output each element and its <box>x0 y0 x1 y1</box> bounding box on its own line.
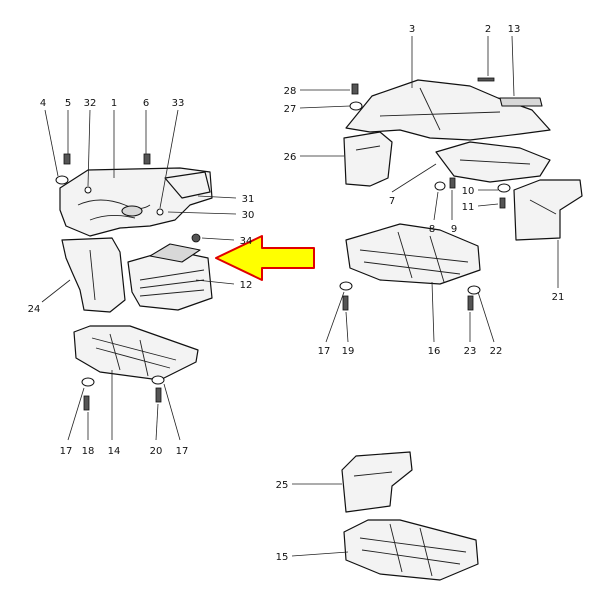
part-21-side-bracket <box>513 179 583 241</box>
part-1-bracket-plate <box>59 167 213 237</box>
label-23: 23 <box>464 346 477 357</box>
label-27: 27 <box>284 104 297 115</box>
label-32: 32 <box>84 98 97 109</box>
highlight-arrow-icon <box>215 235 315 281</box>
label-17-left-b: 17 <box>176 446 189 457</box>
part-26-bracket <box>343 131 393 187</box>
part-3-crossmember <box>345 79 551 141</box>
hardware <box>55 77 511 411</box>
label-30: 30 <box>242 210 255 221</box>
label-1: 1 <box>111 98 117 109</box>
label-34: 34 <box>240 236 253 247</box>
label-31: 31 <box>242 194 255 205</box>
label-3: 3 <box>409 24 415 35</box>
label-11: 11 <box>462 202 475 213</box>
label-8: 8 <box>429 224 435 235</box>
label-16: 16 <box>428 346 441 357</box>
label-17-left-a: 17 <box>60 446 73 457</box>
part-25-bracket <box>341 451 413 513</box>
part-12-box <box>127 243 213 311</box>
label-15: 15 <box>276 552 289 563</box>
label-25: 25 <box>276 480 289 491</box>
label-28: 28 <box>284 86 297 97</box>
label-7: 7 <box>389 196 395 207</box>
label-18: 18 <box>82 446 95 457</box>
label-24: 24 <box>28 304 41 315</box>
label-19: 19 <box>342 346 355 357</box>
label-26: 26 <box>284 152 297 163</box>
label-2: 2 <box>485 24 491 35</box>
label-12: 12 <box>240 280 253 291</box>
label-10: 10 <box>462 186 475 197</box>
label-22: 22 <box>490 346 503 357</box>
part-14-underbody-plate <box>73 325 199 381</box>
label-6: 6 <box>143 98 149 109</box>
label-9: 9 <box>451 224 457 235</box>
label-14: 14 <box>108 446 121 457</box>
label-5: 5 <box>65 98 71 109</box>
part-15-underbody-plate <box>343 519 479 581</box>
part-16-underbody-plate <box>345 223 481 285</box>
callout-labels: 4 5 32 1 6 33 31 30 34 12 24 17 18 14 20… <box>28 24 565 563</box>
part-7-mount <box>435 141 551 183</box>
label-21: 21 <box>552 292 565 303</box>
label-13: 13 <box>508 24 521 35</box>
label-20: 20 <box>150 446 163 457</box>
label-33: 33 <box>172 98 185 109</box>
label-4: 4 <box>40 98 46 109</box>
part-24-side-panel <box>61 237 126 313</box>
label-17-right: 17 <box>318 346 331 357</box>
leader-lines <box>41 35 559 557</box>
